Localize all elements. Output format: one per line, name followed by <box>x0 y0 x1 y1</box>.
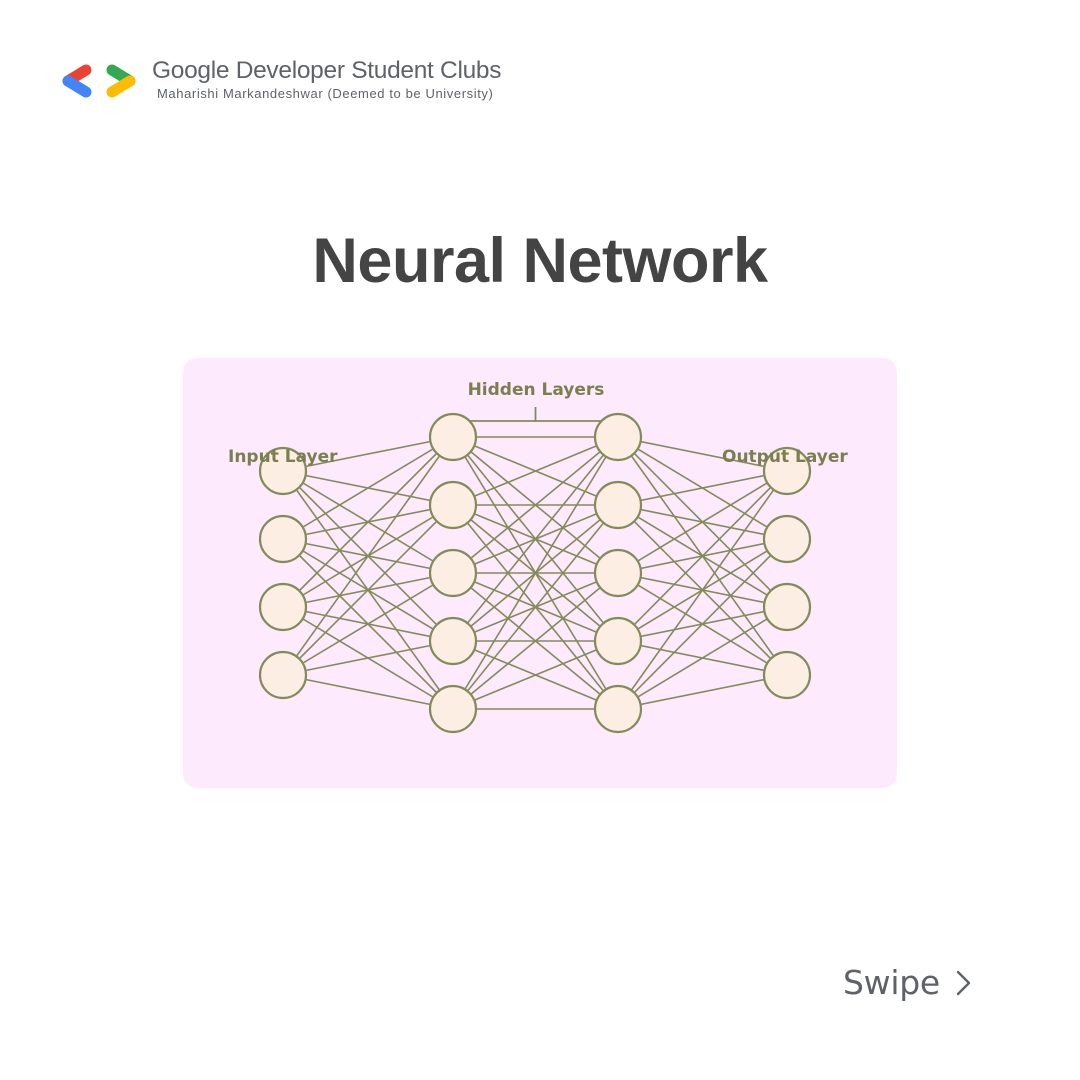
hidden-node-1-1 <box>428 480 478 530</box>
connection-1-2-0 <box>452 436 619 574</box>
output-node-3-0 <box>762 446 812 496</box>
connection-1-3-0 <box>452 436 619 642</box>
connection-2-1-0 <box>617 470 788 506</box>
swipe-button[interactable]: Swipe <box>843 963 974 1002</box>
connection-1-1-0 <box>452 436 619 506</box>
brand-title: Google Developer Student Clubs <box>152 57 502 84</box>
connection-0-3-3 <box>282 640 454 676</box>
input-node-0-2 <box>258 582 308 632</box>
connection-1-4-1 <box>452 504 619 710</box>
hidden-node-1-0 <box>428 412 478 462</box>
connection-2-4-1 <box>617 538 788 710</box>
bracket-line <box>452 407 619 437</box>
connection-2-4-3 <box>617 674 788 710</box>
input-node-0-1 <box>258 514 308 564</box>
brand-subtitle: Maharishi Markandeshwar (Deemed to be Un… <box>157 86 494 101</box>
connection-1-4-2 <box>452 572 619 710</box>
output-layer-label: Output Layer <box>722 447 848 467</box>
hidden-node-2-3 <box>593 616 643 666</box>
connection-0-0-0 <box>282 436 454 472</box>
header: Google Developer Student Clubs Maharishi… <box>60 56 502 108</box>
output-node-3-1 <box>762 514 812 564</box>
gdsc-logo <box>62 64 136 98</box>
input-node-0-0 <box>258 446 308 496</box>
hidden-node-1-4 <box>428 684 478 734</box>
nodes <box>258 412 812 734</box>
connection-2-0-0 <box>617 436 788 472</box>
connection-0-3-2 <box>282 572 454 676</box>
neural-network-diagram: Hidden Layers Input Layer Output Layer <box>183 358 897 788</box>
connection-1-4-3 <box>452 640 619 710</box>
hidden-node-1-3 <box>428 616 478 666</box>
connection-0-1-0 <box>282 436 454 540</box>
hidden-node-1-2 <box>428 548 478 598</box>
chevron-right-icon <box>956 970 971 995</box>
input-layer-label: Input Layer <box>228 447 338 467</box>
hidden-node-2-1 <box>593 480 643 530</box>
connection-0-3-0 <box>282 436 454 676</box>
output-node-3-2 <box>762 582 812 632</box>
neural-network-svg: Hidden Layers Input Layer Output Layer <box>228 380 848 734</box>
hidden-node-2-2 <box>593 548 643 598</box>
connection-0-3-4 <box>282 674 454 710</box>
hidden-node-2-0 <box>593 412 643 462</box>
connections <box>282 436 788 710</box>
connection-1-4-0 <box>452 436 619 710</box>
connection-2-4-0 <box>617 470 788 710</box>
output-node-3-3 <box>762 650 812 700</box>
swipe-label: Swipe <box>843 963 940 1002</box>
page-title: Neural Network <box>312 226 768 296</box>
connection-2-3-0 <box>617 470 788 642</box>
connection-0-2-0 <box>282 436 454 608</box>
connection-0-3-1 <box>282 504 454 676</box>
hidden-layers-label: Hidden Layers <box>468 380 605 400</box>
connection-2-4-2 <box>617 606 788 710</box>
hidden-layers-bracket <box>452 407 619 437</box>
connection-2-2-0 <box>617 470 788 574</box>
brand-text: Google Developer Student Clubs Maharishi… <box>152 56 502 101</box>
hidden-node-2-4 <box>593 684 643 734</box>
input-node-0-3 <box>258 650 308 700</box>
